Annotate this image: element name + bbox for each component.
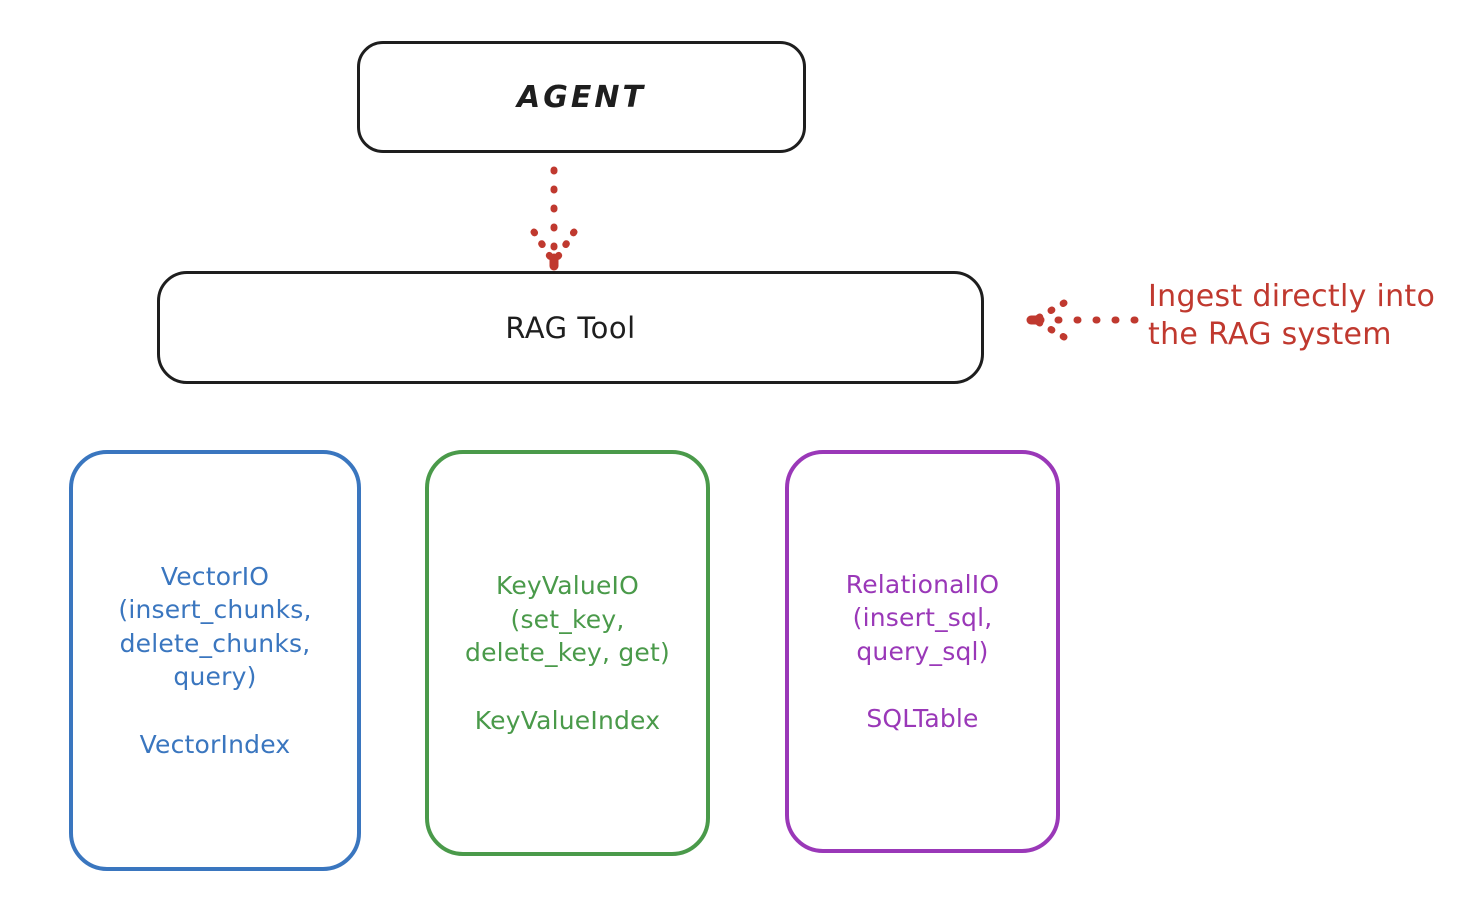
- keyvalueio-node[interactable]: KeyValueIO (set_key, delete_key, get) Ke…: [425, 450, 710, 856]
- ingest-annotation-text: Ingest directly into the RAG system: [1148, 279, 1436, 352]
- keyvalueio-node-sublabel: KeyValueIndex: [474, 705, 661, 735]
- vectorio-node-sublabel: VectorIndex: [139, 729, 291, 759]
- relationalio-node[interactable]: RelationalIO (insert_sql, query_sql) SQL…: [785, 450, 1060, 853]
- rag-tool-node[interactable]: RAG Tool: [157, 271, 984, 384]
- keyvalueio-node-label: KeyValueIO (set_key, delete_key, get): [465, 571, 670, 667]
- vectorio-node[interactable]: VectorIO (insert_chunks, delete_chunks, …: [69, 450, 361, 871]
- vectorio-node-label: VectorIO (insert_chunks, delete_chunks, …: [118, 561, 312, 692]
- agent-node[interactable]: AGENT: [357, 41, 806, 153]
- relationalio-node-label: RelationalIO (insert_sql, query_sql): [845, 569, 1000, 666]
- connector-annotation-to-rag-tool: [1026, 299, 1139, 341]
- connector-agent-to-rag-tool: [530, 166, 578, 271]
- agent-node-label: AGENT: [517, 79, 646, 115]
- relationalio-node-sublabel: SQLTable: [866, 704, 979, 733]
- rag-tool-node-label: RAG Tool: [505, 310, 636, 345]
